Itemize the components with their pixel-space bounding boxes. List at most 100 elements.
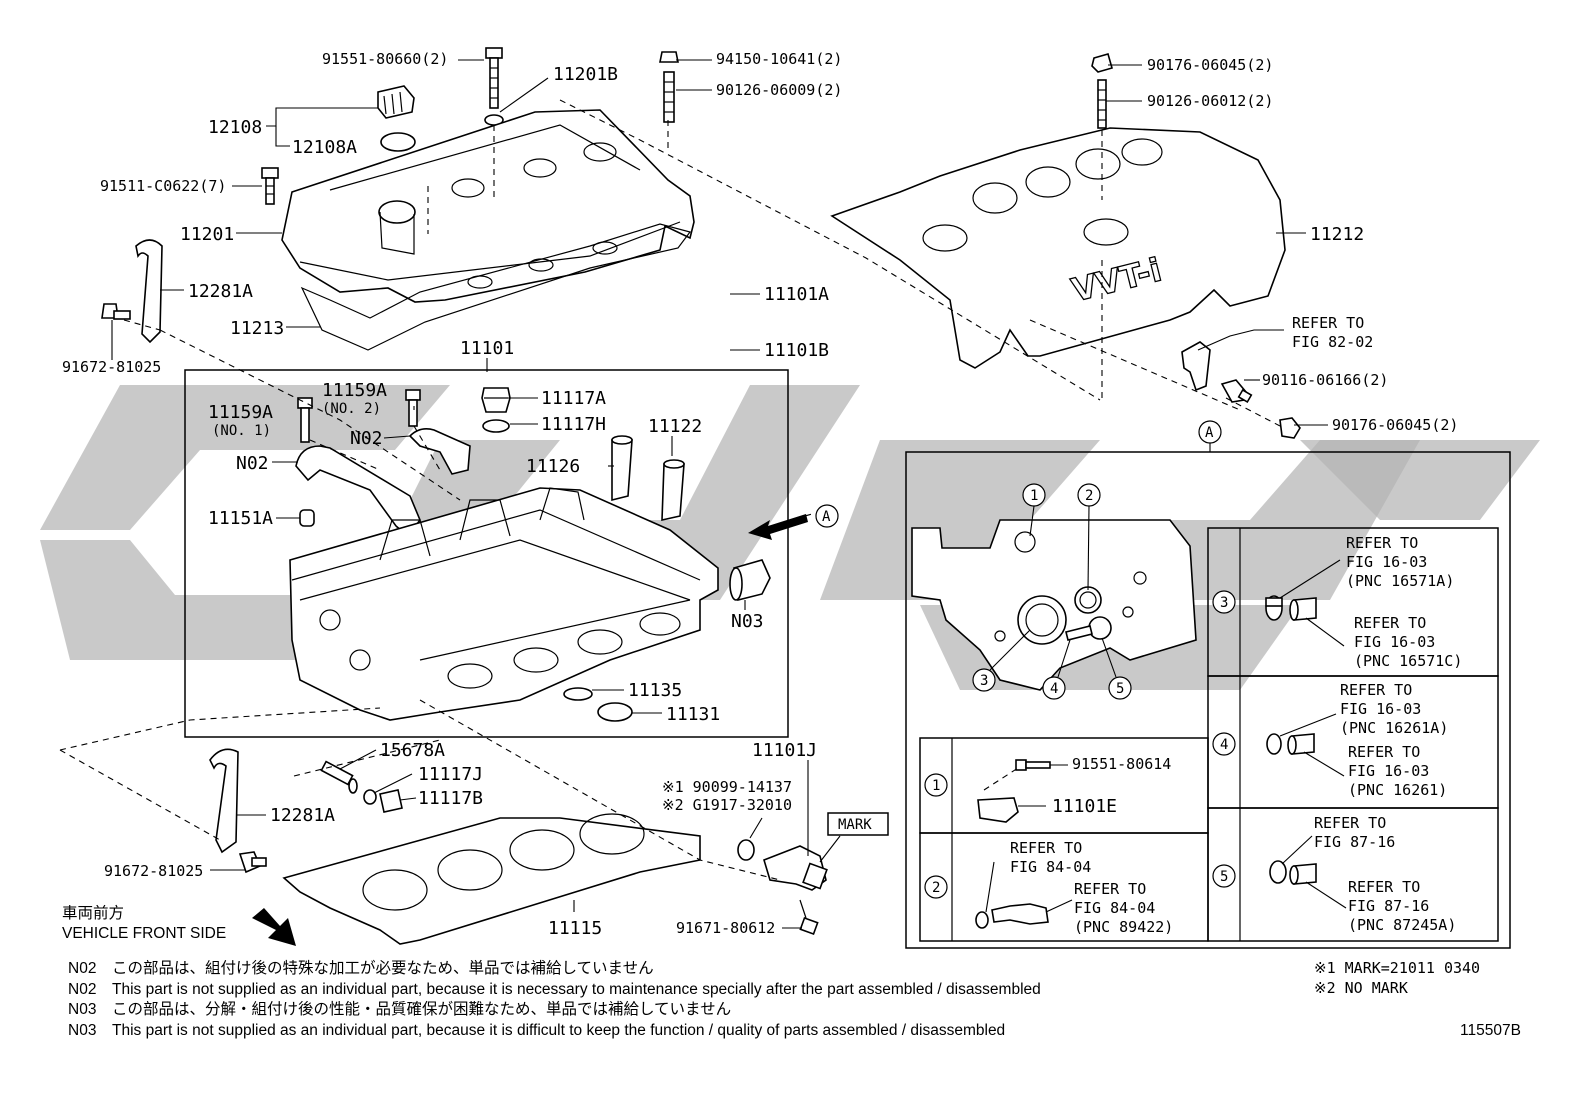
svg-text:1: 1 [932,778,940,794]
svg-text:3: 3 [1220,595,1228,611]
bolt-90116-icon [1220,379,1253,404]
note-code-3: N03 [68,1001,96,1018]
label-12281A-bottom: 12281A [270,805,335,826]
detail-label-box2-pnc2: (PNC 89422) [1074,918,1173,936]
nut-90176-bottom-icon [1279,417,1301,439]
label-90126-06012: 90126-06012(2) [1147,92,1273,110]
detail-label-box4-refer1: REFER TO [1340,681,1412,699]
gasket-12108A-icon [380,132,416,152]
callout-a-circle [815,504,839,528]
label-11115: 11115 [548,918,602,939]
detail-label-box5-pnc2: (PNC 87245A) [1348,916,1456,934]
oil-control-valve-icon [763,845,828,891]
label-11159A-no2-sub: (NO. 2) [322,401,381,417]
detail-label-box2-fig1: FIG 84-04 [1010,858,1091,876]
label-90176-top: 90176-06045(2) [1147,56,1273,74]
detail-label-box5-refer2: REFER TO [1348,878,1420,896]
gasket-11117J-icon [363,789,377,805]
svg-text:1: 1 [1030,488,1038,504]
detail-label-box2-refer1: REFER TO [1010,839,1082,857]
bearing-cap-n02-a-icon [295,445,421,538]
vehicle-front-arrow-icon [252,908,296,946]
cam-plug-n03-icon [729,559,771,601]
detail-label-box5-fig2: FIG 87-16 [1348,897,1429,915]
cylinder-head-11101-icon [289,487,719,721]
detail-label-box3-fig1: FIG 16-03 [1346,553,1427,571]
svg-text:4: 4 [1050,681,1058,697]
note-code-1: N02 [68,960,96,977]
detail-view-a: 1 2 3 4 5 1 [905,451,1511,949]
label-91551-80660: 91551-80660(2) [322,50,448,68]
label-11101J: 11101J [752,740,817,761]
label-91672-top: 91672-81025 [62,358,161,376]
detail-label-box4-refer2: REFER TO [1348,743,1420,761]
dashed-guide-lines [59,99,1281,881]
detail-label-box3-pnc2: (PNC 16571C) [1354,652,1462,670]
svg-text:4: 4 [1220,737,1228,753]
note-text-3: この部品は、分解・組付け後の性能・品質確保が困難なため、単品では補給していません [112,1000,731,1018]
cylinder-head-group [289,387,813,722]
detail-hose-clamp-5-icon [1269,860,1317,885]
label-11159A-no1-sub: (NO. 1) [212,423,271,439]
label-11131: 11131 [666,704,720,725]
detail-label-91551-80614: 91551-80614 [1072,755,1171,773]
detail-label-box5-refer1: REFER TO [1314,814,1386,832]
bolt-91672-bottom-icon [238,851,267,874]
label-11135: 11135 [628,680,682,701]
detail-label-box4-pnc2: (PNC 16261) [1348,781,1447,799]
label-n02-b: N02 [236,453,269,474]
label-11117J: 11117J [418,764,483,785]
label-12108A: 12108A [292,137,357,158]
label-mark: MARK [838,817,872,833]
detail-temp-sensor-icon [991,903,1049,925]
label-11159A-no1: 11159A [208,402,273,423]
detail-sensor-icon [977,797,1019,823]
svg-text:2: 2 [932,880,940,896]
engine-hanger-top-icon [135,239,163,344]
engine-hanger-bottom-icon [209,748,239,854]
label-11101A: 11101A [764,284,829,305]
bolt-91551-80660-icon [485,47,503,109]
detail-callout-2: 2 [1077,483,1101,591]
callout-a2-text: A [1205,425,1214,441]
label-90176-bottom: 90176-06045(2) [1332,416,1458,434]
detail-label-box4-fig1: FIG 16-03 [1340,700,1421,718]
bolt-91511-icon [261,167,279,205]
detail-callout-4: 4 [1042,639,1071,700]
label-11201B: 11201B [553,64,618,85]
label-91511: 91511-C0622(7) [100,177,226,195]
detail-callout-1: 1 [1022,483,1046,537]
dowel-11151A-icon [299,509,315,527]
callout-a-text: A [822,509,831,525]
label-91672-bottom: 91672-81025 [104,862,203,880]
label-11213: 11213 [230,318,284,339]
figure-id: 115507B [1460,1022,1521,1039]
label-11117A: 11117A [541,388,606,409]
label-n02-a: N02 [350,428,383,449]
label-11201: 11201 [180,224,234,245]
detail-label-box4-pnc1: (PNC 16261A) [1340,719,1448,737]
label-fig-82-02: FIG 82-02 [1292,333,1373,351]
detail-box-5 [1207,807,1499,942]
plug-11117B-icon [379,789,403,813]
engine-cover-group: VVT-i [830,53,1301,439]
label-15678A: 15678A [380,740,445,761]
detail-hose-clamp-3-icon [1265,595,1317,621]
detail-washer-icon [975,911,989,929]
valve-cover-group [101,47,695,351]
label-g1917: ※2 G1917-32010 [662,796,792,814]
mark-note-1: ※1 MARK=21011 0340 [1314,959,1480,977]
svg-text:3: 3 [980,673,988,689]
label-refer-82: REFER TO [1292,314,1364,332]
mark-tag-box [827,812,889,836]
label-n03: N03 [731,611,764,632]
label-11151A: 11151A [208,508,273,529]
cover-bracket-icon [1181,341,1211,392]
oil-filler-cap-icon [377,85,416,152]
label-90099: ※1 90099-14137 [662,778,792,796]
note-code-2: N02 [68,981,96,998]
detail-label-box3-fig2: FIG 16-03 [1354,633,1435,651]
pipe-11122-icon [661,459,685,522]
label-12108: 12108 [208,117,262,138]
nut-90176-top-icon [1091,53,1113,129]
